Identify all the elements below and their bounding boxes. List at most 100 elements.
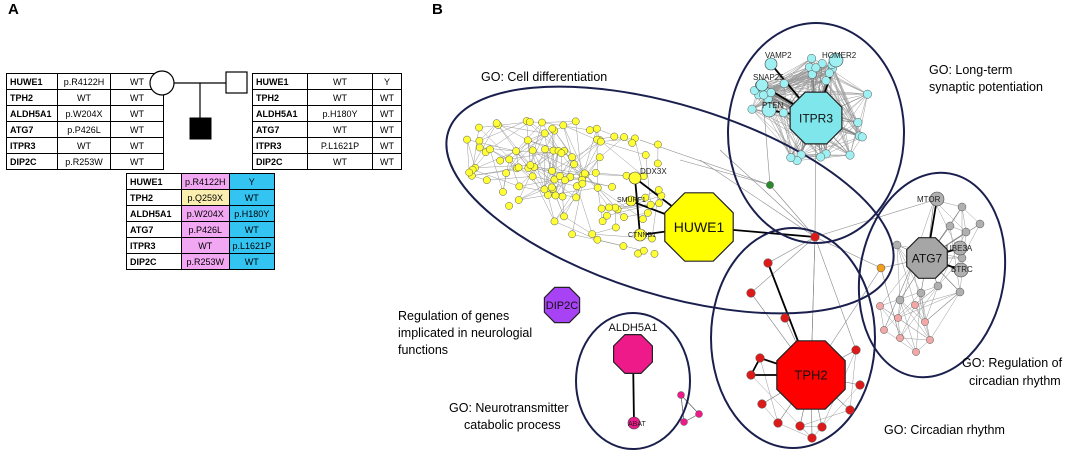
proband-symbol: [189, 117, 212, 140]
node-smurf1: [625, 195, 637, 207]
network-node: [855, 380, 865, 390]
network-node: [586, 126, 594, 134]
network-node: [766, 181, 774, 189]
ltp-outline: [727, 22, 905, 244]
label-smurf1: SMURF1: [617, 197, 646, 204]
network-node: [786, 153, 796, 163]
network-node: [598, 217, 607, 226]
network-node: [557, 149, 566, 157]
network-node: [572, 193, 580, 202]
go-label-regulation-genes-1: Regulation of genes: [398, 309, 509, 323]
network-node: [580, 169, 589, 178]
network-node: [677, 391, 685, 399]
node-ube3a: [952, 240, 968, 256]
network-node: [746, 288, 756, 298]
network-node: [548, 166, 556, 175]
network-node: [465, 168, 474, 177]
pedigree: [149, 70, 248, 140]
network-node: [916, 288, 926, 298]
go-label-ltp-1: GO: Long-term: [929, 63, 1012, 77]
network-node: [595, 153, 604, 162]
network-node: [853, 118, 863, 127]
allele-1-cell: WT: [307, 153, 373, 170]
hub-label-aldh5a1: ALDH5A1: [609, 322, 658, 334]
node-abat: [627, 416, 641, 430]
network-node: [766, 88, 776, 98]
network-node: [641, 193, 650, 202]
network-node: [550, 175, 559, 184]
network-node: [863, 89, 872, 99]
allele-2-cell: WT: [228, 221, 276, 238]
network-node: [894, 314, 902, 322]
network-node: [556, 172, 564, 180]
network-node: [816, 152, 826, 162]
node-homer2: [828, 52, 844, 68]
network-node: [548, 124, 557, 133]
mother-symbol: [149, 70, 175, 96]
network-node: [857, 132, 867, 142]
hub-atg7: [906, 237, 948, 279]
network-node: [876, 263, 886, 273]
go-label-neurotransmitter-2: catabolic process: [464, 418, 561, 432]
network-node: [528, 172, 537, 181]
network-node: [641, 151, 650, 159]
network-node: [499, 188, 507, 196]
hub-tph2: [776, 340, 846, 410]
network-node: [926, 336, 934, 344]
network-node: [757, 399, 767, 409]
hub-aldh5a1: [612, 334, 654, 374]
network-node: [895, 295, 905, 305]
cell-differentiation-outline: [445, 85, 895, 315]
network-node: [475, 136, 484, 145]
network-node: [608, 183, 616, 191]
network-node: [544, 191, 552, 199]
allele-2-cell: WT: [372, 153, 402, 170]
go-label-neurotransmitter-1: GO: Neurotransmitter: [449, 401, 568, 415]
go-label-circadian: GO: Circadian rhythm: [884, 423, 1005, 437]
network-node: [570, 160, 578, 169]
network-node: [779, 108, 789, 118]
allele-2-cell: WT: [228, 189, 276, 206]
network-node: [845, 150, 855, 160]
go-label-regulation-genes-3: functions: [398, 343, 448, 357]
network-node: [795, 421, 805, 431]
gene-cell: DIP2C: [252, 153, 308, 170]
network-node: [526, 161, 535, 169]
network-node: [593, 235, 602, 244]
network-node: [463, 135, 471, 144]
node-ctnnb1: [633, 228, 647, 242]
label-abat: ABAT: [628, 421, 646, 428]
network-node: [620, 213, 628, 221]
network-node: [646, 200, 655, 209]
allele-1-cell: p.R253W: [181, 253, 230, 270]
network-node: [807, 433, 817, 443]
network-node: [975, 219, 985, 229]
hub-label-huwe1: HUWE1: [674, 219, 725, 235]
network-node: [955, 287, 965, 297]
network-node: [620, 133, 628, 141]
network-node: [811, 63, 821, 73]
go-label-cell-diff: GO: Cell differentiation: [481, 70, 607, 84]
network-node: [523, 136, 532, 145]
network-node: [650, 249, 659, 258]
network-node: [807, 53, 817, 63]
go-label-ltp-2: synaptic potentiation: [929, 80, 1043, 94]
network-node: [747, 104, 757, 114]
label-ube3a: UBE3A: [946, 244, 973, 253]
network-node: [596, 137, 605, 146]
network-node: [560, 212, 568, 221]
network-node: [824, 68, 834, 78]
network-node: [593, 183, 602, 192]
network-node: [912, 348, 920, 356]
network-labels: DDX3XSMURF1CTNNB1VAMP2SNAP25HOMER2PTENMT…: [398, 51, 1063, 437]
network-node: [845, 405, 855, 415]
network-node: [538, 118, 546, 127]
network-node: [475, 123, 483, 132]
